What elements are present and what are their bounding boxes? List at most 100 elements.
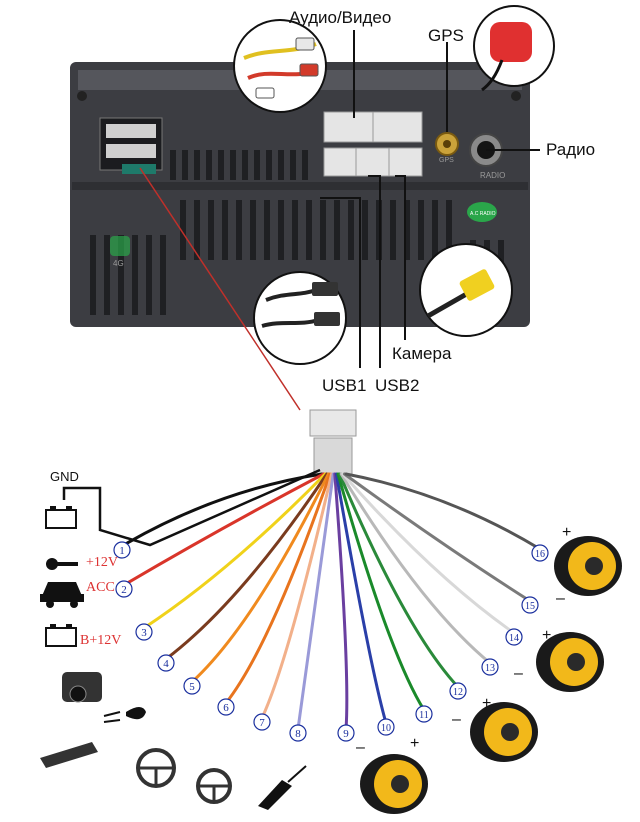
badge-circle xyxy=(481,658,499,676)
acc-label: ACC xyxy=(86,580,115,595)
badge-circle xyxy=(415,705,433,723)
screw-hole xyxy=(511,91,521,101)
badge-circle xyxy=(115,580,133,598)
wire-badge-7: 7 xyxy=(253,713,271,731)
badge-number: 11 xyxy=(419,710,429,721)
key-blade xyxy=(56,562,78,566)
minus-sign: – xyxy=(556,590,565,607)
wire-8 xyxy=(296,472,335,731)
battery-icon xyxy=(45,506,77,529)
badge-circle xyxy=(377,718,395,736)
badge-circle xyxy=(289,724,307,742)
car-body xyxy=(42,582,82,596)
plus-sign: + xyxy=(482,695,491,712)
headlight-icon xyxy=(103,707,146,723)
light-rays xyxy=(103,711,121,723)
badge-number: 8 xyxy=(295,728,301,740)
gps-small-label: GPS xyxy=(439,157,454,164)
wire-10 xyxy=(334,472,388,725)
wire-badge-3: 3 xyxy=(135,623,153,641)
wheel-spokes xyxy=(138,766,174,786)
wire-15 xyxy=(342,472,532,603)
wire-5 xyxy=(190,472,330,684)
screw-hole xyxy=(77,91,87,101)
wire-6 xyxy=(224,472,332,705)
radio-small-label: RADIO xyxy=(480,171,505,180)
antenna-rod xyxy=(287,765,307,783)
wire-3 xyxy=(142,472,327,630)
badge-number: 3 xyxy=(141,627,147,639)
badge-circle xyxy=(183,677,201,695)
badge-number: 16 xyxy=(535,549,545,560)
minus-sign: – xyxy=(356,739,365,756)
badge-number: 12 xyxy=(453,687,463,698)
camera-label: Камера xyxy=(392,344,452,363)
wire-badge-5: 5 xyxy=(183,677,201,695)
wire-badge-2: 2 xyxy=(115,580,133,598)
antenna-base xyxy=(258,780,292,810)
badge-number: 14 xyxy=(509,633,519,644)
wire-badge-1: 1 xyxy=(113,541,131,559)
key-head xyxy=(46,558,58,570)
wire-1 xyxy=(120,472,324,548)
usb1-label: USB1 xyxy=(322,376,367,395)
harness-pointer-line xyxy=(139,167,301,411)
wire-badge-14: 14 xyxy=(505,628,523,646)
wire-7 xyxy=(260,472,334,720)
badge-number: 6 xyxy=(223,702,229,714)
minus-sign: – xyxy=(514,665,523,682)
power-icons xyxy=(40,506,84,647)
main-harness-socket xyxy=(99,117,163,174)
wire-12 xyxy=(338,472,460,689)
accessory-icons xyxy=(40,672,307,810)
lcd-label: 4G xyxy=(113,259,124,268)
badge-label: A.C RADIO xyxy=(470,211,496,217)
speaker-icon xyxy=(554,536,622,596)
audio-video-label: Аудио/Видео xyxy=(289,8,392,27)
battery-terminal xyxy=(66,624,72,628)
battery-body xyxy=(45,627,77,647)
badge-number: 4 xyxy=(163,658,169,670)
battery-terminal xyxy=(50,624,56,628)
badge-number: 15 xyxy=(525,601,535,612)
speaker-dustcap xyxy=(501,723,519,741)
steering-wheel-icon xyxy=(136,748,176,788)
battery-terminal xyxy=(66,506,72,510)
badge-circle xyxy=(531,544,549,562)
wire-badge-10: 10 xyxy=(377,718,395,736)
camera-plug-bubble xyxy=(419,243,513,337)
wire-harness xyxy=(120,472,542,731)
badge-circle xyxy=(253,713,271,731)
gnd-label: GND xyxy=(50,469,79,484)
speaker-icon xyxy=(360,754,428,814)
acc-voltage-label: +12V xyxy=(86,555,119,570)
battery-terminal xyxy=(50,506,56,510)
wire-16 xyxy=(344,472,542,551)
badge-circle xyxy=(217,698,235,716)
rca-cable-bubble xyxy=(233,19,327,113)
gps-socket: GPS xyxy=(435,132,459,164)
wire-badge-4: 4 xyxy=(157,654,175,672)
speaker-icon xyxy=(470,702,538,762)
wire-badge-15: 15 xyxy=(521,596,539,614)
gps-antenna-bubble xyxy=(473,5,555,92)
car-bumper xyxy=(40,594,84,602)
battery-voltage-label: B+12V xyxy=(80,633,122,648)
wire-badge-9: 9 xyxy=(337,724,355,742)
lcd-socket: 4G xyxy=(110,236,130,268)
antenna-icon xyxy=(258,765,307,810)
minus-sign: – xyxy=(452,711,461,728)
stalk-arm xyxy=(40,742,98,768)
usb-cable-bubble xyxy=(253,271,347,365)
indicator-stalk-icon xyxy=(40,742,98,768)
badge-number: 13 xyxy=(485,663,495,674)
speaker-dustcap xyxy=(391,775,409,793)
speaker-icon xyxy=(536,632,604,692)
speakers xyxy=(360,536,622,814)
badge-number: 9 xyxy=(343,728,349,740)
wire-badge-11: 11 xyxy=(415,705,433,723)
wire-14 xyxy=(341,472,516,635)
car-wheel xyxy=(46,600,54,608)
usb2-label: USB2 xyxy=(375,376,420,395)
